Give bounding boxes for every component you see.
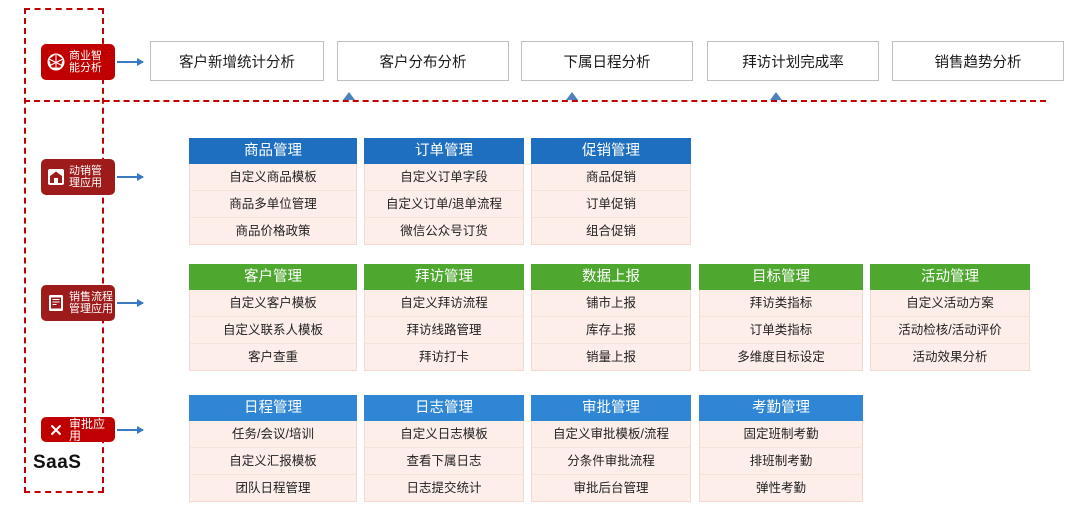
bi-box-1[interactable]: 客户分布分析 [337, 41, 509, 81]
category-sales-label: 销售流程 管理应用 [69, 291, 113, 315]
module-数据上报[interactable]: 数据上报 铺市上报 库存上报 销量上报 [531, 264, 691, 371]
module-item[interactable]: 弹性考勤 [699, 475, 863, 502]
up-arrow-2 [566, 92, 578, 100]
module-item[interactable]: 订单类指标 [699, 317, 863, 344]
module-title: 商品管理 [189, 138, 357, 164]
store-icon [45, 166, 67, 188]
module-item[interactable]: 分条件审批流程 [531, 448, 691, 475]
category-bi-label: 商业智 能分析 [69, 50, 102, 74]
module-item[interactable]: 日志提交统计 [364, 475, 524, 502]
module-item[interactable]: 组合促销 [531, 218, 691, 245]
module-item[interactable]: 铺市上报 [531, 290, 691, 317]
module-title: 拜访管理 [364, 264, 524, 290]
module-日程管理[interactable]: 日程管理 任务/会议/培训 自定义汇报模板 团队日程管理 [189, 395, 357, 502]
module-item[interactable]: 商品促销 [531, 164, 691, 191]
category-sales[interactable]: 销售流程 管理应用 [41, 285, 115, 321]
module-item[interactable]: 任务/会议/培训 [189, 421, 357, 448]
saas-frame [24, 8, 104, 493]
module-审批管理[interactable]: 审批管理 自定义审批模板/流程 分条件审批流程 审批后台管理 [531, 395, 691, 502]
bi-box-0[interactable]: 客户新增统计分析 [150, 41, 324, 81]
module-item[interactable]: 自定义拜访流程 [364, 290, 524, 317]
module-item[interactable]: 审批后台管理 [531, 475, 691, 502]
module-item[interactable]: 拜访类指标 [699, 290, 863, 317]
module-item[interactable]: 自定义客户模板 [189, 290, 357, 317]
connector-trade [117, 172, 144, 181]
bi-chart-icon [45, 51, 67, 73]
module-考勤管理[interactable]: 考勤管理 固定班制考勤 排班制考勤 弹性考勤 [699, 395, 863, 502]
module-item[interactable]: 自定义日志模板 [364, 421, 524, 448]
module-item[interactable]: 自定义汇报模板 [189, 448, 357, 475]
connector-bi [117, 57, 144, 66]
module-item[interactable]: 订单促销 [531, 191, 691, 218]
category-approval-label: 审批应用 [69, 416, 106, 443]
module-item[interactable]: 销量上报 [531, 344, 691, 371]
module-item[interactable]: 客户查重 [189, 344, 357, 371]
module-title: 审批管理 [531, 395, 691, 421]
module-item[interactable]: 活动效果分析 [870, 344, 1030, 371]
module-title: 日志管理 [364, 395, 524, 421]
connector-sales [117, 298, 144, 307]
bi-divider [24, 100, 1046, 102]
module-title: 目标管理 [699, 264, 863, 290]
module-item[interactable]: 自定义订单/退单流程 [364, 191, 524, 218]
module-item[interactable]: 微信公众号订货 [364, 218, 524, 245]
module-目标管理[interactable]: 目标管理 拜访类指标 订单类指标 多维度目标设定 [699, 264, 863, 371]
module-item[interactable]: 查看下属日志 [364, 448, 524, 475]
module-item[interactable]: 活动检核/活动评价 [870, 317, 1030, 344]
category-trade[interactable]: 动销管 理应用 [41, 159, 115, 195]
module-item[interactable]: 商品多单位管理 [189, 191, 357, 218]
bi-box-4[interactable]: 销售趋势分析 [892, 41, 1064, 81]
module-item[interactable]: 拜访打卡 [364, 344, 524, 371]
up-arrow-1 [343, 92, 355, 100]
module-title: 考勤管理 [699, 395, 863, 421]
module-订单管理[interactable]: 订单管理 自定义订单字段 自定义订单/退单流程 微信公众号订货 [364, 138, 524, 245]
module-title: 活动管理 [870, 264, 1030, 290]
module-item[interactable]: 排班制考勤 [699, 448, 863, 475]
module-item[interactable]: 自定义订单字段 [364, 164, 524, 191]
module-item[interactable]: 库存上报 [531, 317, 691, 344]
category-bi[interactable]: 商业智 能分析 [41, 44, 115, 80]
module-title: 日程管理 [189, 395, 357, 421]
module-item[interactable]: 团队日程管理 [189, 475, 357, 502]
category-trade-label: 动销管 理应用 [69, 165, 102, 189]
module-活动管理[interactable]: 活动管理 自定义活动方案 活动检核/活动评价 活动效果分析 [870, 264, 1030, 371]
module-客户管理[interactable]: 客户管理 自定义客户模板 自定义联系人模板 客户查重 [189, 264, 357, 371]
module-商品管理[interactable]: 商品管理 自定义商品模板 商品多单位管理 商品价格政策 [189, 138, 357, 245]
module-title: 客户管理 [189, 264, 357, 290]
up-arrow-3 [770, 92, 782, 100]
document-icon [45, 292, 67, 314]
module-item[interactable]: 固定班制考勤 [699, 421, 863, 448]
module-促销管理[interactable]: 促销管理 商品促销 订单促销 组合促销 [531, 138, 691, 245]
module-item[interactable]: 自定义活动方案 [870, 290, 1030, 317]
module-item[interactable]: 多维度目标设定 [699, 344, 863, 371]
module-item[interactable]: 拜访线路管理 [364, 317, 524, 344]
category-approval[interactable]: 审批应用 [41, 417, 115, 442]
module-item[interactable]: 自定义审批模板/流程 [531, 421, 691, 448]
close-x-icon [45, 419, 67, 441]
module-item[interactable]: 自定义联系人模板 [189, 317, 357, 344]
module-拜访管理[interactable]: 拜访管理 自定义拜访流程 拜访线路管理 拜访打卡 [364, 264, 524, 371]
module-item[interactable]: 自定义商品模板 [189, 164, 357, 191]
module-日志管理[interactable]: 日志管理 自定义日志模板 查看下属日志 日志提交统计 [364, 395, 524, 502]
module-item[interactable]: 商品价格政策 [189, 218, 357, 245]
module-title: 促销管理 [531, 138, 691, 164]
connector-approval [117, 425, 144, 434]
bi-box-2[interactable]: 下属日程分析 [521, 41, 693, 81]
module-title: 数据上报 [531, 264, 691, 290]
bi-box-3[interactable]: 拜访计划完成率 [707, 41, 879, 81]
saas-label: SaaS [33, 452, 82, 473]
module-title: 订单管理 [364, 138, 524, 164]
